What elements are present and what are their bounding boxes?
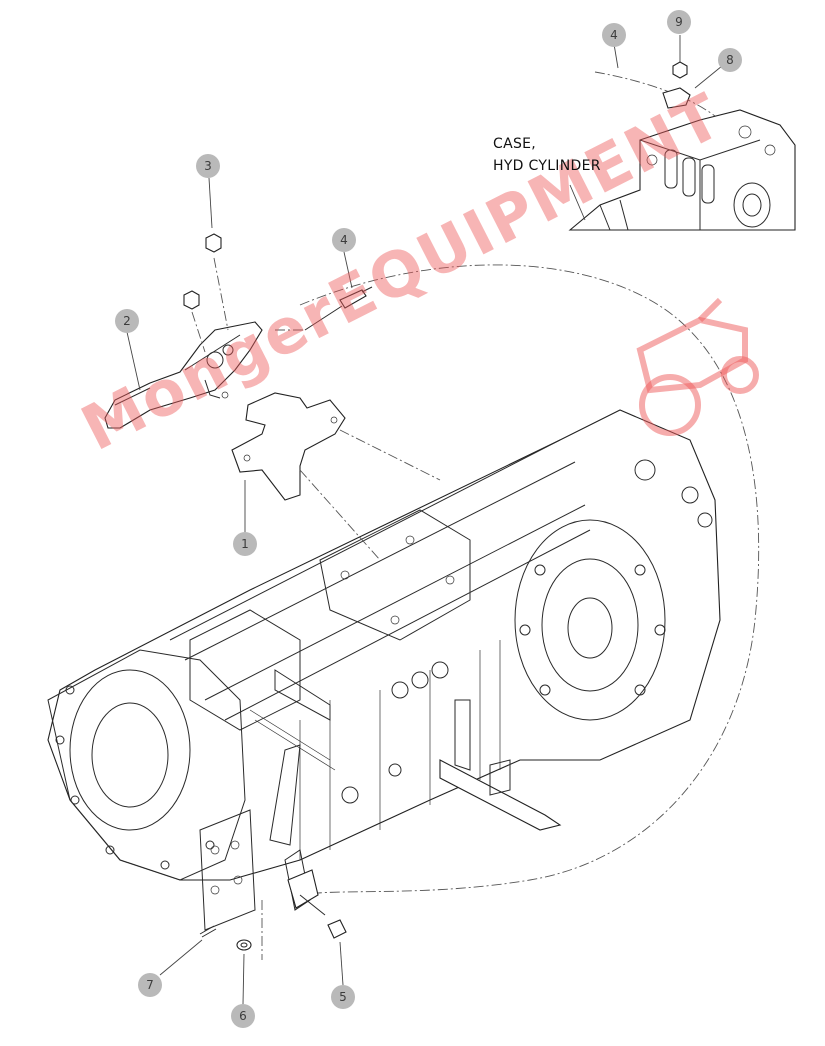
callout-3: 3 [196, 154, 220, 178]
inset-hyd-cylinder-case [568, 35, 796, 231]
assembly-path-dashed [299, 264, 760, 894]
split-pin-part7 [199, 925, 215, 935]
inset-label-line1: CASE, [493, 136, 537, 152]
nut-part3 [205, 233, 222, 253]
callout-5: 5 [331, 985, 355, 1009]
callout-7: 7 [138, 973, 162, 997]
rod-part4 [304, 286, 373, 331]
pin-part5 [327, 919, 347, 939]
callout-8: 8 [718, 48, 742, 72]
leader-6 [242, 953, 245, 1005]
callout-4: 4 [332, 228, 356, 252]
leader-5 [339, 941, 344, 986]
leader-2 [126, 331, 141, 391]
leader-7 [159, 939, 203, 976]
leader-3 [208, 177, 213, 229]
tractor-logo [636, 297, 759, 436]
inset-label-line2: HYD CYLINDER [493, 158, 601, 174]
leader-4a [343, 251, 353, 289]
callout-1: 1 [233, 532, 257, 556]
callout-9: 9 [667, 10, 691, 34]
callout-4-inset: 4 [602, 23, 626, 47]
inset-label: CASE, HYD CYLINDER [493, 133, 601, 177]
control-lever-part2 [104, 321, 263, 429]
transmission-case [47, 409, 721, 931]
washer-part6 [236, 939, 252, 951]
mounting-bracket-part1 [231, 392, 346, 501]
callout-2: 2 [115, 309, 139, 333]
callout-6: 6 [231, 1004, 255, 1028]
nut-on-lever [183, 290, 200, 310]
